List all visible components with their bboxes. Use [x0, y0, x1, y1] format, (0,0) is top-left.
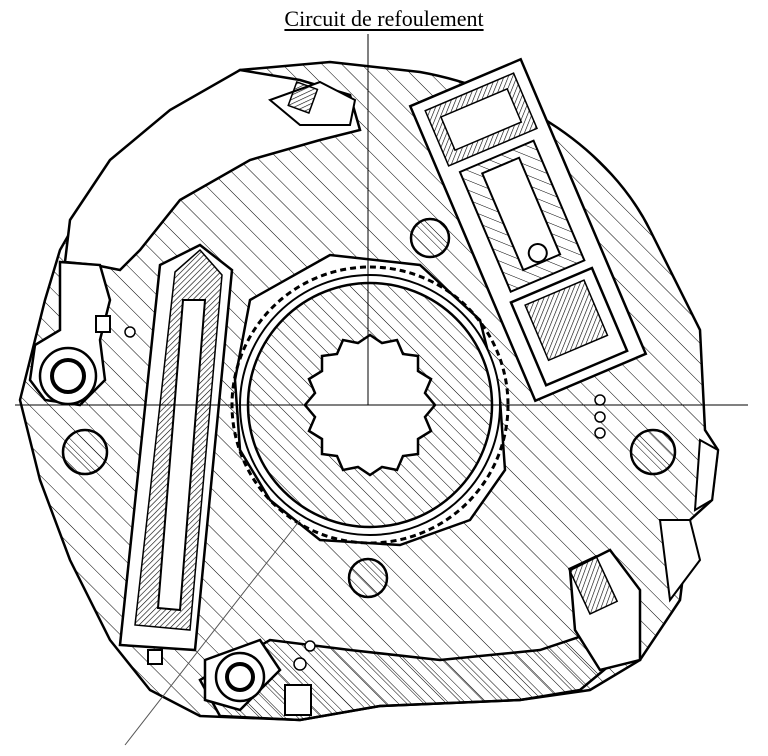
bolt-holes: [61, 217, 677, 599]
diagram-title: Circuit de refoulement: [284, 6, 484, 31]
leader-line: [124, 519, 301, 746]
left-spring-assembly: [118, 243, 234, 652]
pressure-valve-assembly: [408, 57, 648, 403]
